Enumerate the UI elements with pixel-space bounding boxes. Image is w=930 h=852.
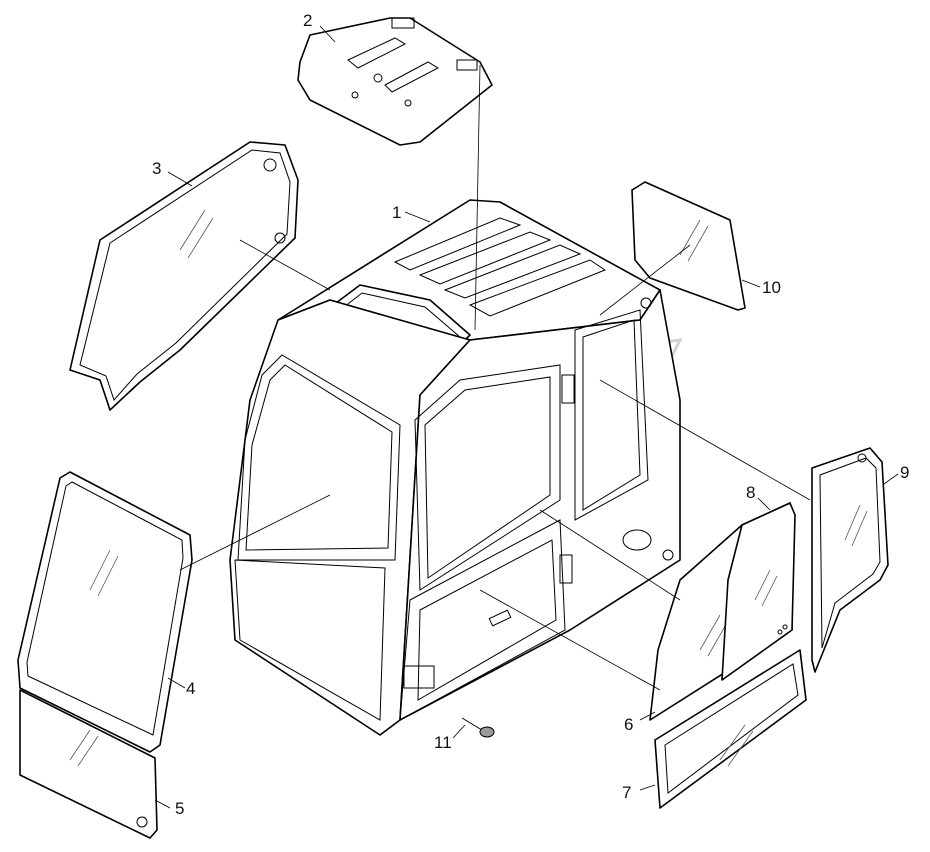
callout-2: 2 [303, 11, 312, 30]
upper-front-glass [69, 141, 299, 411]
callout-7: 7 [622, 783, 631, 802]
callout-4: 4 [186, 679, 195, 698]
callout-8: 8 [746, 483, 755, 502]
callout-labels: 1 2 3 4 5 6 7 8 9 10 11 [152, 11, 909, 818]
left-window-glass [17, 471, 193, 753]
rear-right-glass [811, 447, 889, 673]
roof-hatch [297, 17, 493, 146]
callout-10: 10 [762, 278, 781, 297]
callout-1: 1 [392, 203, 401, 222]
lower-left-glass [19, 689, 158, 839]
callout-6: 6 [624, 715, 633, 734]
callout-9: 9 [900, 463, 909, 482]
right-window-glass [721, 502, 796, 681]
key [461, 717, 495, 738]
callout-11: 11 [434, 733, 452, 752]
leader-lines [154, 25, 899, 809]
callout-5: 5 [175, 799, 184, 818]
lower-door-glass [654, 649, 807, 809]
cab-body [229, 199, 681, 736]
callout-3: 3 [152, 159, 161, 178]
